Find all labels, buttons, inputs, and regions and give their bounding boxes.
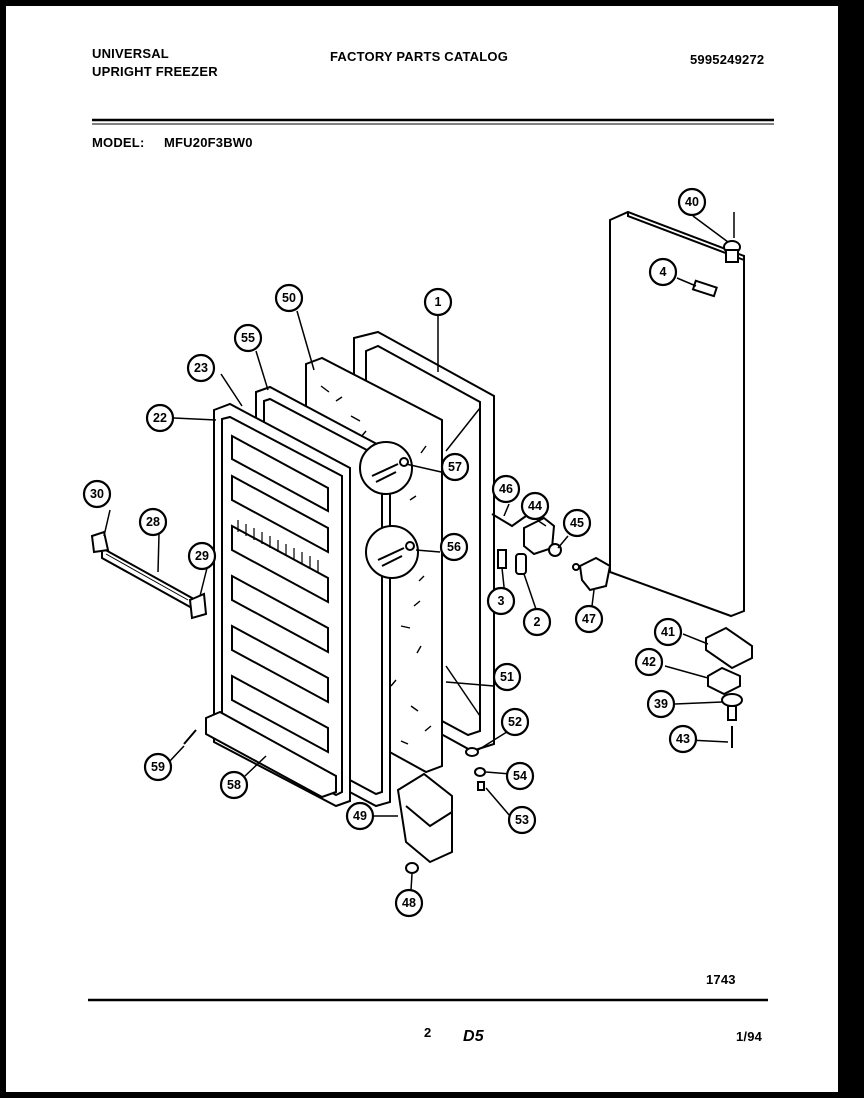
door-handle-bar	[101, 546, 193, 610]
outer-door-panel	[609, 210, 745, 618]
svg-text:23: 23	[194, 361, 208, 375]
clip-52	[465, 747, 479, 757]
svg-text:45: 45	[570, 516, 584, 530]
callout-40: 40	[677, 187, 707, 217]
svg-text:44: 44	[528, 499, 542, 513]
callout-55: 55	[233, 323, 263, 353]
callout-2: 2	[522, 607, 552, 637]
callout-42: 42	[634, 647, 664, 677]
svg-text:56: 56	[447, 540, 461, 554]
svg-text:54: 54	[513, 769, 527, 783]
callout-4: 4	[648, 257, 678, 287]
callout-51: 51	[492, 662, 522, 692]
callout-28: 28	[138, 507, 168, 537]
callout-45: 45	[562, 508, 592, 538]
callout-47: 47	[574, 604, 604, 634]
svg-text:49: 49	[353, 809, 367, 823]
svg-text:28: 28	[146, 515, 160, 529]
svg-text:41: 41	[661, 625, 675, 639]
screw-detail-57	[359, 441, 413, 495]
section-code: D5	[463, 1028, 484, 1045]
svg-text:30: 30	[90, 487, 104, 501]
washer-54	[474, 767, 486, 777]
callout-59: 59	[143, 752, 173, 782]
kick-bracket	[396, 772, 453, 864]
bottom-trim	[205, 710, 337, 799]
callout-39: 39	[646, 689, 676, 719]
svg-text:46: 46	[499, 482, 513, 496]
callout-46: 46	[491, 474, 521, 504]
screw-detail-56	[365, 525, 419, 579]
hinge-assembly	[491, 513, 612, 592]
small-screw-48	[405, 862, 419, 874]
svg-text:2: 2	[534, 615, 541, 629]
callout-44: 44	[520, 491, 550, 521]
leader-lines	[103, 215, 729, 891]
svg-text:43: 43	[676, 732, 690, 746]
revision-date: 1/94	[736, 1029, 763, 1044]
callout-56: 56	[439, 532, 469, 562]
svg-text:55: 55	[241, 331, 255, 345]
callout-52: 52	[500, 707, 530, 737]
callout-58: 58	[219, 770, 249, 800]
bottom-hinge	[705, 626, 753, 748]
exploded-parts-diagram: 1 2 3 4 22 23 28 29 30 39 40 41 42 43 44…	[82, 118, 774, 1002]
svg-text:50: 50	[282, 291, 296, 305]
svg-text:52: 52	[508, 715, 522, 729]
callout-54: 54	[505, 761, 535, 791]
screw-53	[477, 781, 485, 791]
callout-43: 43	[668, 724, 698, 754]
callout-53: 53	[507, 805, 537, 835]
handle-end-cap-top	[90, 530, 110, 554]
svg-text:42: 42	[642, 655, 656, 669]
screw-59	[183, 729, 197, 745]
callout-50: 50	[274, 283, 304, 313]
callout-49: 49	[345, 801, 375, 831]
callout-30: 30	[82, 479, 112, 509]
svg-text:53: 53	[515, 813, 529, 827]
callout-29: 29	[187, 541, 217, 571]
catalog-title: FACTORY PARTS CATALOG	[330, 49, 509, 64]
svg-text:29: 29	[195, 549, 209, 563]
parts-sheet: UNIVERSAL UPRIGHT FREEZER FACTORY PARTS …	[6, 6, 838, 1092]
handle-end-cap-bottom	[188, 592, 208, 620]
svg-text:47: 47	[582, 612, 596, 626]
svg-text:58: 58	[227, 778, 241, 792]
brand-line-1: UNIVERSAL	[92, 46, 169, 61]
inner-door-liner	[213, 402, 351, 808]
svg-text:59: 59	[151, 760, 165, 774]
svg-text:51: 51	[500, 670, 514, 684]
svg-text:39: 39	[654, 697, 668, 711]
svg-text:1: 1	[435, 295, 442, 309]
callout-22: 22	[145, 403, 175, 433]
callout-57: 57	[440, 452, 470, 482]
svg-text:3: 3	[498, 594, 505, 608]
model-value: MFU20F3BW0	[164, 135, 253, 150]
svg-text:48: 48	[402, 896, 416, 910]
svg-text:40: 40	[685, 195, 699, 209]
page-number: 2	[424, 1025, 432, 1040]
callout-41: 41	[653, 617, 683, 647]
callout-1: 1	[423, 287, 453, 317]
callout-23: 23	[186, 353, 216, 383]
callout-3: 3	[486, 586, 516, 616]
svg-text:57: 57	[448, 460, 462, 474]
model-label: MODEL:	[92, 135, 145, 150]
svg-text:22: 22	[153, 411, 167, 425]
catalog-number: 5995249272	[690, 52, 765, 67]
callout-48: 48	[394, 888, 424, 918]
diagram-code: 1743	[706, 972, 736, 987]
svg-text:4: 4	[660, 265, 667, 279]
brand-line-2: UPRIGHT FREEZER	[92, 64, 218, 79]
